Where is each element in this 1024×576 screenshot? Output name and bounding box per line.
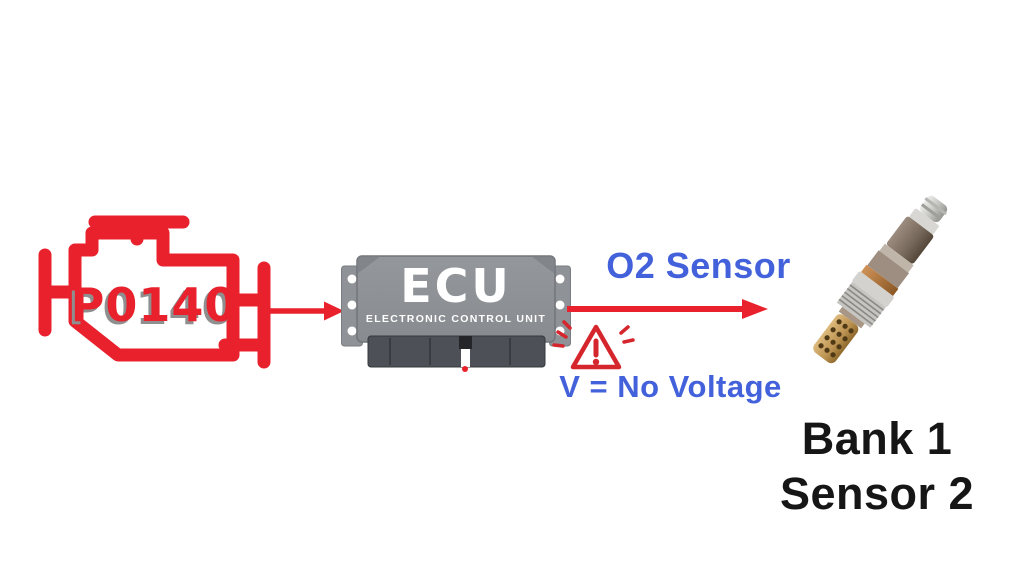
sensor-mid-body [867, 250, 910, 289]
ecu-connector-key [459, 336, 472, 349]
ecu-to-sensor-arrow [567, 299, 768, 319]
arrow-head [324, 301, 344, 321]
ecu-corner-bevel-right [531, 256, 555, 274]
ecu-unit: ECU ELECTRONIC CONTROL UNIT [341, 255, 571, 372]
engine-to-ecu-arrow [262, 301, 344, 321]
caption-sensor-line: Sensor 2 [779, 467, 975, 519]
alert-exclamation-dot [592, 358, 600, 366]
sensor-neck [838, 306, 865, 329]
alert-triangle-icon [552, 320, 635, 370]
arrow-head [742, 299, 768, 319]
sensor-threads [838, 284, 885, 326]
ecu-connector-dividers [389, 338, 511, 365]
sensor-upper-band [909, 208, 939, 234]
ecu-subtitle: ELECTRONIC CONTROL UNIT [366, 313, 546, 325]
red-marker-dot [462, 366, 468, 372]
sensor-hex-collar [852, 271, 894, 307]
ecu-title: ECU [400, 259, 512, 313]
ecu-mount-holes [347, 274, 565, 336]
sensor-crimp-ridge [924, 197, 947, 216]
alert-rays [552, 320, 635, 348]
dtc-code-label: P0140 [70, 278, 238, 332]
no-voltage-label: V = No Voltage [559, 369, 782, 404]
sensor-upper-body [886, 216, 934, 264]
sensor-vent-holes [818, 319, 854, 358]
sensor-location-caption: Bank 1 Sensor 2 [745, 412, 1009, 522]
alert-triangle-outline [570, 324, 622, 370]
ecu-connector-slot [461, 349, 470, 367]
caption-bank-line: Bank 1 [801, 413, 953, 464]
sensor-crimp-ridge2 [920, 203, 942, 221]
ecu-connector [367, 335, 546, 368]
check-engine-icon [38, 215, 271, 369]
sensor-top-crimp [919, 195, 948, 223]
sensor-copper-ring [861, 264, 899, 297]
sensor-light-band [879, 243, 914, 273]
o2-sensor-label: O2 Sensor [606, 245, 791, 286]
ecu-corner-bevel-left [357, 256, 381, 274]
oxygen-sensor-photo [813, 195, 948, 364]
engine-body-outline [68, 226, 240, 362]
